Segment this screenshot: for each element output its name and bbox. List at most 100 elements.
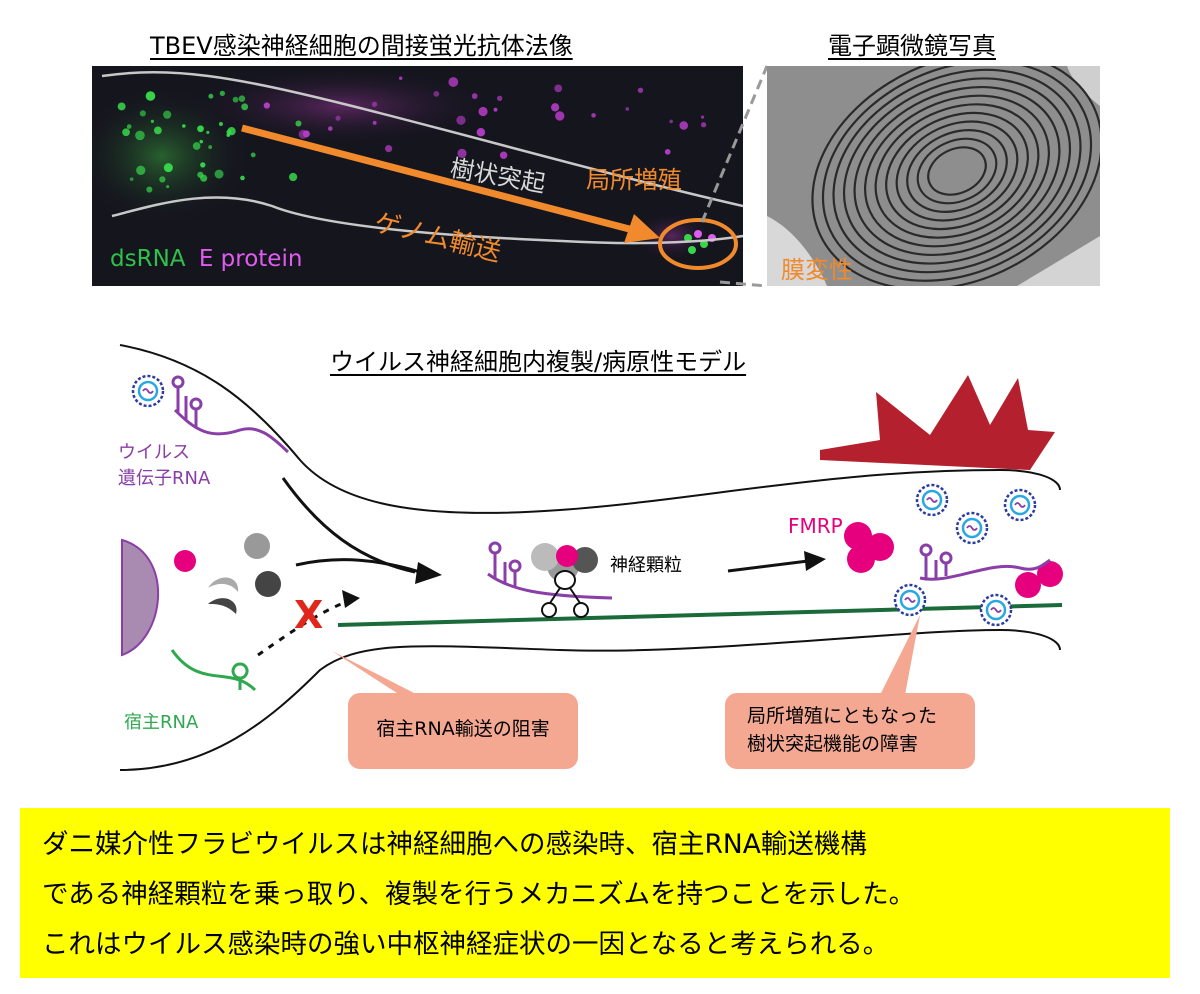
dsrna-punctum <box>200 162 206 168</box>
nucleus <box>121 538 159 657</box>
virion-icon <box>1003 488 1037 522</box>
eprotein-punctum <box>471 93 478 99</box>
model-title: ウイルス神経細胞内複製/病原性モデル <box>330 348 747 376</box>
dsrna-punctum <box>163 110 172 119</box>
zoom-line-upper <box>700 65 769 223</box>
dsrna-punctum <box>153 126 162 135</box>
dsrna-punctum <box>295 120 302 127</box>
eprotein-punctum <box>555 111 565 121</box>
eprotein-punctum <box>625 107 630 111</box>
eprotein-punctum <box>456 115 466 125</box>
dsrna-punctum <box>139 110 146 117</box>
virion-icon <box>915 483 949 517</box>
eprotein-punctum <box>499 151 508 159</box>
fluorescence-art <box>92 66 743 286</box>
summary-line1: ダニ媒介性フラビウイルスは神経細胞への感染時、宿主RNA輸送機構 <box>42 829 867 860</box>
motor-protein-foot <box>573 602 589 618</box>
local-replication-punctum <box>694 230 702 238</box>
membrane-layer <box>885 111 1029 231</box>
viral-rna-stems <box>176 386 198 428</box>
eprotein-punctum <box>433 90 440 97</box>
membrane-layer <box>927 146 987 196</box>
virus-particles <box>131 374 1037 627</box>
host-rna-strand <box>170 649 257 692</box>
granule-protein <box>208 598 237 614</box>
dsrna-punctum <box>197 125 204 133</box>
membrane-layer <box>874 103 1040 239</box>
callout-right-line1: 局所増殖にともなった <box>747 705 938 727</box>
dsrna-punctum <box>288 172 298 182</box>
eprotein-punctum <box>263 102 270 109</box>
dsrna-punctum <box>199 139 203 144</box>
motor-protein-foot <box>541 602 557 618</box>
viral-rna-strand <box>173 408 290 454</box>
membrane-layer <box>853 85 1061 257</box>
viral-rna-label-line2: 遺伝子RNA <box>118 468 211 489</box>
callout-right-tail <box>880 615 920 695</box>
membrane-layer <box>811 66 1100 286</box>
eprotein-punctum <box>457 148 467 158</box>
local-replication-circle <box>658 218 738 270</box>
dsrna-punctum <box>240 175 245 181</box>
granule-viral-rna <box>487 572 613 600</box>
callout-dendrite-dysfunction: 局所増殖にともなった 樹状突起機能の障害 <box>725 693 975 769</box>
damage-burst-icon <box>820 375 1055 470</box>
granule-protein <box>255 571 281 597</box>
dsrna-punctum <box>166 185 170 189</box>
local-replication-punctum <box>684 234 692 242</box>
dsrna-punctum <box>241 103 249 111</box>
em-title: 電子顕微鏡写真 <box>828 32 996 60</box>
dendrite-outline-upper <box>101 71 743 208</box>
membrane-layer <box>842 77 1072 265</box>
fluorescence-puncta <box>117 76 716 254</box>
legend-eprotein: E protein <box>198 246 303 272</box>
membrane-layer <box>821 66 1093 282</box>
membrane-layer <box>832 68 1082 274</box>
eprotein-punctum <box>302 130 310 138</box>
eprotein-punctum <box>664 149 671 155</box>
genome-transport-arrowhead <box>624 214 660 243</box>
granule-arrowhead <box>415 562 442 584</box>
fmrp-cluster-right <box>1015 572 1041 598</box>
model-diagram <box>119 344 1063 771</box>
eprotein-punctum <box>478 106 488 117</box>
fmrp-arrowhead <box>804 551 826 571</box>
neuronal-granule-label: 神経顆粒 <box>610 555 682 576</box>
summary-line3: これはウイルス感染時の強い中枢神経症状の一因となると考えられる。 <box>42 929 890 960</box>
dsrna-punctum <box>159 176 166 183</box>
eprotein-punctum <box>372 120 377 125</box>
dsrna-punctum <box>122 128 130 137</box>
fluorescence-title: TBEV感染神経細胞の間接蛍光抗体法像 <box>150 32 573 60</box>
dsrna-punctum <box>206 130 210 134</box>
dsrna-punctum <box>208 145 213 149</box>
eprotein-punctum <box>385 145 393 153</box>
genome-transport-arrow <box>241 124 638 235</box>
callout-left-tail <box>332 651 418 695</box>
replicating-viral-rna <box>919 558 1051 581</box>
callout-left-text: 宿主RNA輸送の阻害 <box>376 718 550 740</box>
motor-protein-head <box>554 570 576 590</box>
eprotein-punctum <box>493 107 498 112</box>
fluorescence-image: 樹状突起 局所増殖 ゲノム輸送 dsRNA E protein <box>92 66 743 286</box>
dsrna-punctum <box>129 177 134 181</box>
eprotein-punctum <box>637 87 644 93</box>
dsrna-punctum <box>208 93 214 99</box>
membrane-layer <box>864 94 1050 248</box>
viral-rna-loop <box>171 375 185 389</box>
dsrna-punctum <box>232 96 239 103</box>
neuron-outline-upper <box>119 344 1061 514</box>
block-x-mark: X <box>294 593 324 637</box>
dsrna-punctum <box>226 133 231 137</box>
dsrna-punctum <box>219 90 225 97</box>
virion-icon <box>131 374 165 408</box>
fmrp-protein-small <box>174 550 196 572</box>
eprotein-punctum <box>448 77 459 87</box>
dsrna-punctum <box>136 165 146 175</box>
dendrite-outline-lower <box>111 196 743 245</box>
dsrna-punctum <box>117 102 126 111</box>
granule-fmrp <box>556 545 578 567</box>
eprotein-punctum <box>554 84 563 93</box>
em-art <box>767 66 1100 286</box>
membrane-label: 膜変性 <box>781 256 853 284</box>
dsrna-punctum <box>218 122 223 127</box>
